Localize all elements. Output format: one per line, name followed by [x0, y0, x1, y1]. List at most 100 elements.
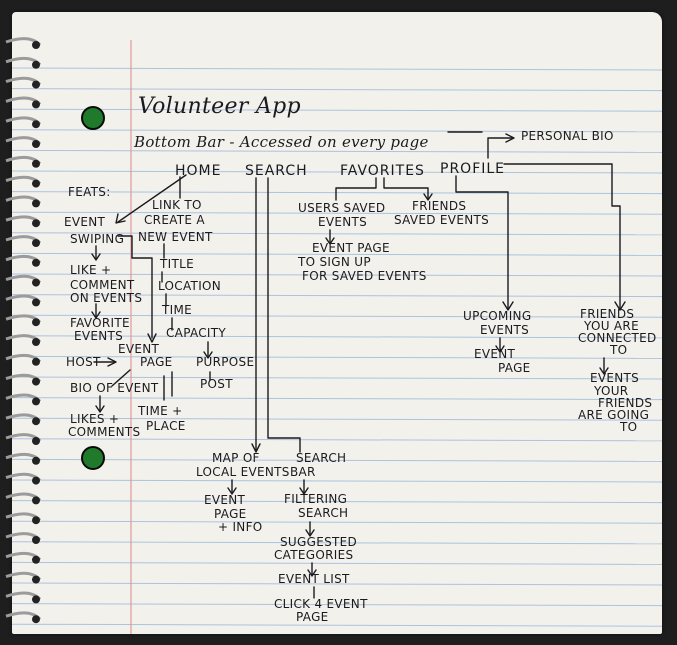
host-label: HOST — [66, 355, 101, 369]
ruled-line — [11, 355, 663, 359]
spiral-hole — [32, 298, 40, 307]
upcoming-events: UPCOMING EVENTS — [463, 309, 536, 337]
favorite-events: FAVORITE EVENTS — [70, 316, 134, 343]
spiral-hole — [32, 318, 40, 327]
ruled-line — [11, 170, 663, 174]
create-post: POST — [200, 377, 233, 391]
ruled-line — [11, 211, 663, 215]
ruled-line — [11, 67, 663, 71]
notebook-page — [12, 12, 662, 634]
spiral-hole — [32, 456, 40, 465]
spiral-hole — [32, 496, 40, 505]
connector-arrows — [91, 131, 626, 599]
friends-connected: FRIENDS YOU ARE CONNECTED TO — [578, 307, 661, 357]
spiral-hole — [32, 555, 40, 564]
spiral-hole — [32, 258, 40, 267]
ruled-line — [11, 108, 663, 112]
event-page-home: EVENT PAGE — [118, 342, 173, 369]
spiral-hole — [32, 516, 40, 525]
event-list: EVENT LIST — [278, 572, 350, 586]
spiral-hole — [32, 338, 40, 346]
ruled-line — [11, 541, 663, 545]
ruled-line — [11, 252, 663, 256]
page-title: Volunteer App — [138, 94, 301, 119]
event-page-signup: EVENT PAGE TO SIGN UP FOR SAVED EVENTS — [297, 241, 427, 283]
ruled-line — [11, 623, 663, 627]
map-local-events: MAP OF LOCAL EVENTS — [196, 451, 290, 479]
spiral-hole — [32, 41, 40, 49]
ruled-line — [11, 561, 663, 565]
spiral-hole — [32, 476, 40, 485]
punch-hole — [81, 106, 105, 130]
ruled-line — [11, 603, 663, 607]
like-comment: LIKE + COMMENT ON EVENTS — [70, 263, 142, 305]
spiral-hole — [32, 278, 40, 287]
click-event-page: CLICK 4 EVENT PAGE — [274, 597, 372, 624]
spiral-hole — [32, 60, 40, 69]
ruled-line — [11, 582, 663, 586]
likes-comments: LIKES + COMMENTS — [68, 412, 140, 439]
ruled-line — [11, 397, 663, 401]
spiral-hole — [32, 615, 40, 624]
spiral-hole — [32, 120, 40, 129]
spiral-hole — [32, 595, 40, 604]
personal-bio: PERSONAL BIO — [521, 129, 614, 143]
nav-search: SEARCH — [245, 163, 308, 179]
spiral-hole — [32, 239, 40, 247]
ruled-line — [11, 335, 663, 339]
friends-events: EVENTS YOUR FRIENDS ARE GOING TO — [578, 371, 656, 434]
spiral-hole — [32, 159, 40, 168]
ruled-line — [11, 294, 663, 298]
spiral-hole — [32, 536, 40, 544]
create-title: TITLE — [159, 257, 194, 271]
time-place: TIME + PLACE — [137, 404, 187, 433]
ruled-line — [11, 149, 663, 153]
ruled-line — [11, 479, 663, 483]
feats-label: FEATS: — [68, 185, 111, 199]
ruled-line — [11, 129, 663, 133]
create-location: LOCATION — [158, 279, 221, 293]
ruled-line — [11, 88, 663, 92]
spiral-hole — [32, 80, 40, 89]
ruled-lines — [11, 67, 663, 627]
nav-favorites: FAVORITES — [340, 163, 425, 179]
event-page-info: EVENT PAGE + INFO — [204, 493, 263, 534]
nav-home: HOME — [175, 163, 221, 179]
spiral-hole — [32, 437, 40, 445]
search-bar-node: SEARCH BAR — [290, 451, 350, 479]
spiral-hole — [32, 179, 40, 188]
ruled-line — [11, 376, 663, 380]
users-saved-events: USERS SAVED EVENTS — [298, 201, 390, 229]
spiral-hole — [32, 397, 40, 406]
spiral-hole — [32, 377, 40, 386]
event-swiping: EVENT SWIPING — [64, 215, 124, 246]
ruled-line — [11, 273, 663, 277]
spiral-hole — [32, 100, 40, 109]
punch-hole — [81, 446, 105, 470]
create-capacity: CAPACITY — [166, 326, 226, 340]
suggested-categories: SUGGESTED CATEGORIES — [274, 535, 361, 562]
ruled-line — [11, 232, 663, 236]
ruled-line — [11, 417, 663, 421]
spiral-hole — [32, 199, 40, 208]
ruled-line — [11, 458, 663, 462]
bio-of-event: BIO OF EVENT — [70, 381, 159, 395]
spiral-hole — [32, 219, 40, 228]
spiral-hole — [32, 417, 40, 426]
upcoming-event-page: EVENT PAGE — [474, 347, 531, 375]
ruled-line — [11, 438, 663, 442]
spiral-binding — [5, 37, 42, 624]
ruled-line — [11, 500, 663, 504]
create-purpose: PURPOSE — [196, 355, 254, 369]
create-event-link: LINK TO CREATE A NEW EVENT — [138, 198, 213, 244]
ruled-line — [11, 314, 663, 318]
create-time: TIME — [161, 303, 192, 317]
ruled-line — [11, 191, 663, 195]
friends-saved-events: FRIENDS SAVED EVENTS — [394, 199, 489, 227]
page-subtitle: Bottom Bar - Accessed on every page — [133, 133, 429, 151]
spiral-hole — [32, 357, 40, 366]
spiral-hole — [32, 140, 40, 148]
filtering-search: FILTERING SEARCH — [284, 492, 351, 520]
